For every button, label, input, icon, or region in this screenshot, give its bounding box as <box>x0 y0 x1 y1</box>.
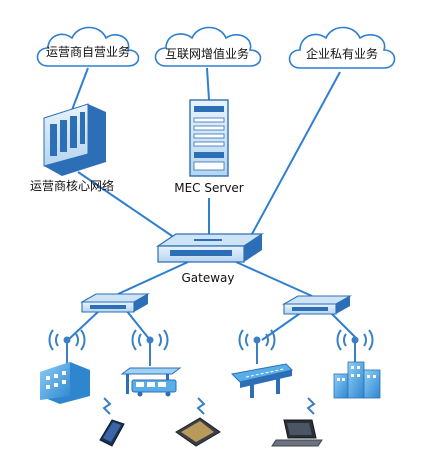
cloud-label-internet-service: 互联网增值业务 <box>165 46 249 61</box>
mec-server-icon <box>189 99 229 177</box>
site-city <box>333 329 381 399</box>
line-switchl-tower2 <box>125 309 151 341</box>
wireless-link-icon <box>196 397 206 415</box>
site-highway <box>230 329 293 398</box>
gateway-label: Gateway <box>181 271 234 285</box>
signal-tower-icon <box>48 329 86 364</box>
server-rack-icon <box>43 103 106 176</box>
switch-right <box>281 295 353 315</box>
cloud-internet-service: 互联网增值业务 <box>154 26 262 67</box>
site-office <box>40 329 90 404</box>
line-core-gateway <box>77 171 179 241</box>
laptop-device <box>271 419 323 447</box>
line-switchl-tower1 <box>67 309 101 341</box>
highway-icon <box>230 363 293 398</box>
switch-icon <box>281 295 353 315</box>
office-building-icon <box>40 362 90 404</box>
line-switchr-tower3 <box>261 311 303 341</box>
tablet-device <box>175 417 221 447</box>
site-bus-station <box>120 329 182 397</box>
switch-left <box>79 293 151 313</box>
city-buildings-icon <box>333 361 381 399</box>
cloud-icon <box>154 26 262 67</box>
wireless-link-icon <box>306 397 316 415</box>
connection-lines <box>67 67 359 341</box>
core-network-node: 运营商核心网络 <box>30 103 114 193</box>
bus-station-icon <box>120 367 182 397</box>
tablet-icon <box>175 417 221 447</box>
cloud-icon <box>288 26 396 69</box>
line-cloud1-core <box>71 67 89 111</box>
signal-tower-icon <box>131 329 169 366</box>
wireless-links <box>102 397 316 415</box>
cloud-enterprise-service: 企业私有业务 <box>288 26 396 69</box>
phone-device <box>99 419 125 447</box>
core-network-label: 运营商核心网络 <box>30 178 114 193</box>
cloud-label-operator-service: 运营商自营业务 <box>46 44 130 59</box>
signal-tower-icon <box>336 329 374 362</box>
phone-icon <box>99 419 125 447</box>
laptop-icon <box>271 419 323 447</box>
cloud-label-enterprise-service: 企业私有业务 <box>306 46 378 61</box>
gateway-node: Gateway <box>156 233 264 285</box>
line-cloud2-mec <box>206 67 210 101</box>
line-gateway-switch-right <box>235 261 313 297</box>
gateway-router-icon <box>156 233 264 263</box>
line-gateway-switch-left <box>117 261 189 295</box>
switch-icon <box>79 293 151 313</box>
signal-tower-icon <box>238 329 276 364</box>
wireless-link-icon <box>102 397 112 415</box>
mec-server-label: MEC Server <box>174 181 244 195</box>
line-switchr-tower4 <box>329 311 359 341</box>
cloud-operator-service: 运营商自营业务 <box>36 26 140 67</box>
mec-server-node: MEC Server <box>174 99 244 195</box>
line-cloud3-gateway <box>251 71 341 235</box>
cloud-icon <box>36 26 140 67</box>
